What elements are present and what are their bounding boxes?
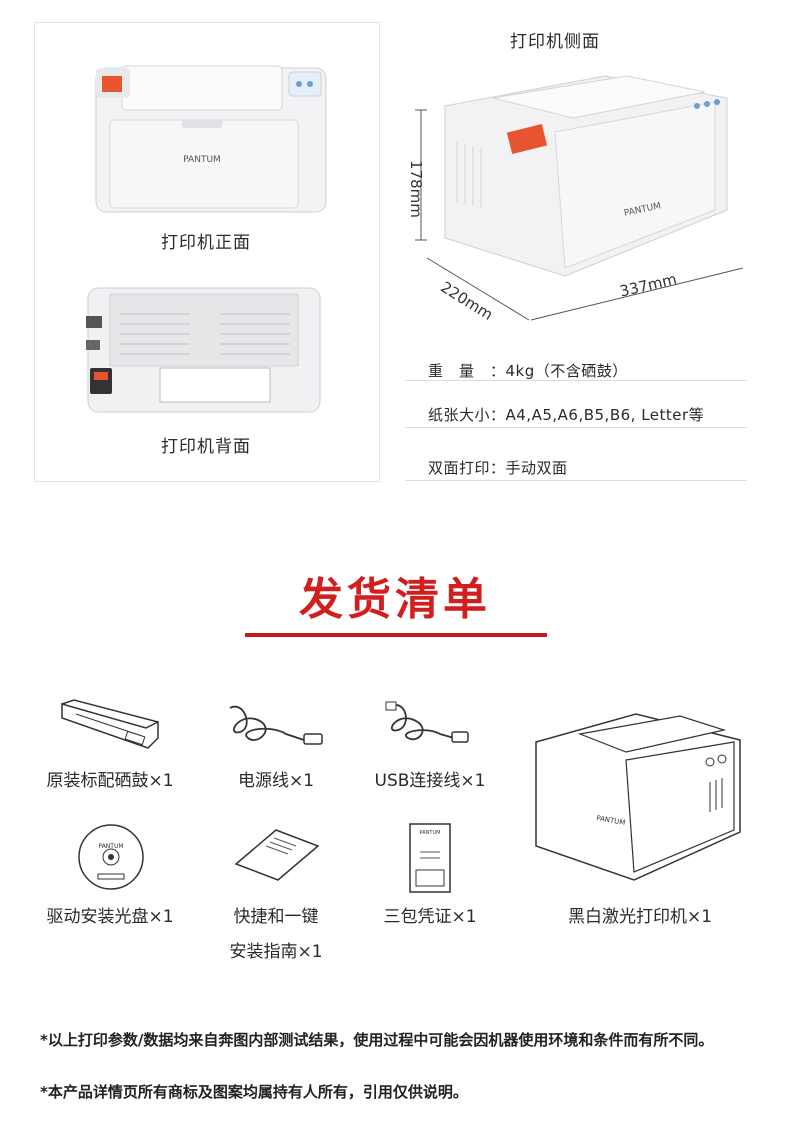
brand-logo-front: PANTUM bbox=[183, 155, 221, 165]
item-label-cd: 驱动安装光盘×1 bbox=[46, 907, 174, 927]
printer-front-image: PANTUM bbox=[95, 65, 327, 213]
item-label-usb-cable: USB连接线×1 bbox=[374, 771, 486, 791]
item-label-power-cable: 电源线×1 bbox=[237, 771, 315, 791]
usb-cable-icon bbox=[385, 701, 469, 743]
disclaimer-note-2: *本产品详情页所有商标及图案均属持有人所有，引用仅供说明。 bbox=[40, 1083, 468, 1101]
item-label-guide-line2: 安装指南×1 bbox=[229, 942, 323, 962]
item-label-printer: 黑白激光打印机×1 bbox=[567, 907, 713, 927]
power-cable-icon bbox=[229, 705, 323, 745]
disclaimer-note-1: *以上打印参数/数据均来自奔图内部测试结果，使用过程中可能会因机器使用环境和条件… bbox=[40, 1031, 714, 1049]
spec-duplex: 双面打印：手动双面 bbox=[428, 459, 568, 477]
item-label-toner: 原装标配硒鼓×1 bbox=[46, 771, 174, 791]
toner-cartridge-icon bbox=[61, 699, 159, 749]
spec-divider bbox=[405, 380, 747, 381]
spec-divider bbox=[405, 480, 747, 481]
item-label-warranty: 三包凭证×1 bbox=[383, 907, 477, 927]
printer-back-image bbox=[86, 287, 321, 413]
front-caption: 打印机正面 bbox=[161, 233, 251, 253]
printer-icon: PANTUM bbox=[535, 713, 741, 881]
cd-disc-icon: PANTUM bbox=[78, 824, 144, 890]
back-caption: 打印机背面 bbox=[161, 437, 251, 457]
printer-side-image: PANTUM bbox=[415, 75, 744, 321]
packing-list-title: 发货清单 bbox=[299, 574, 491, 625]
brand-logo-card: PANTUM bbox=[420, 830, 441, 836]
warranty-card-icon: PANTUM bbox=[409, 823, 451, 893]
dimension-height: 178mm bbox=[407, 160, 425, 218]
spec-weight: 重 量 ：4kg（不含硒鼓） bbox=[428, 362, 628, 380]
spec-paper-size: 纸张大小：A4,A5,A6,B5,B6, Letter等 bbox=[428, 406, 705, 424]
spec-divider bbox=[405, 427, 747, 428]
item-label-guide-line1: 快捷和一键 bbox=[233, 907, 319, 927]
guide-booklet-icon bbox=[234, 829, 320, 881]
title-underline bbox=[245, 633, 547, 637]
brand-logo-cd: PANTUM bbox=[98, 843, 123, 850]
side-caption: 打印机侧面 bbox=[510, 32, 600, 52]
